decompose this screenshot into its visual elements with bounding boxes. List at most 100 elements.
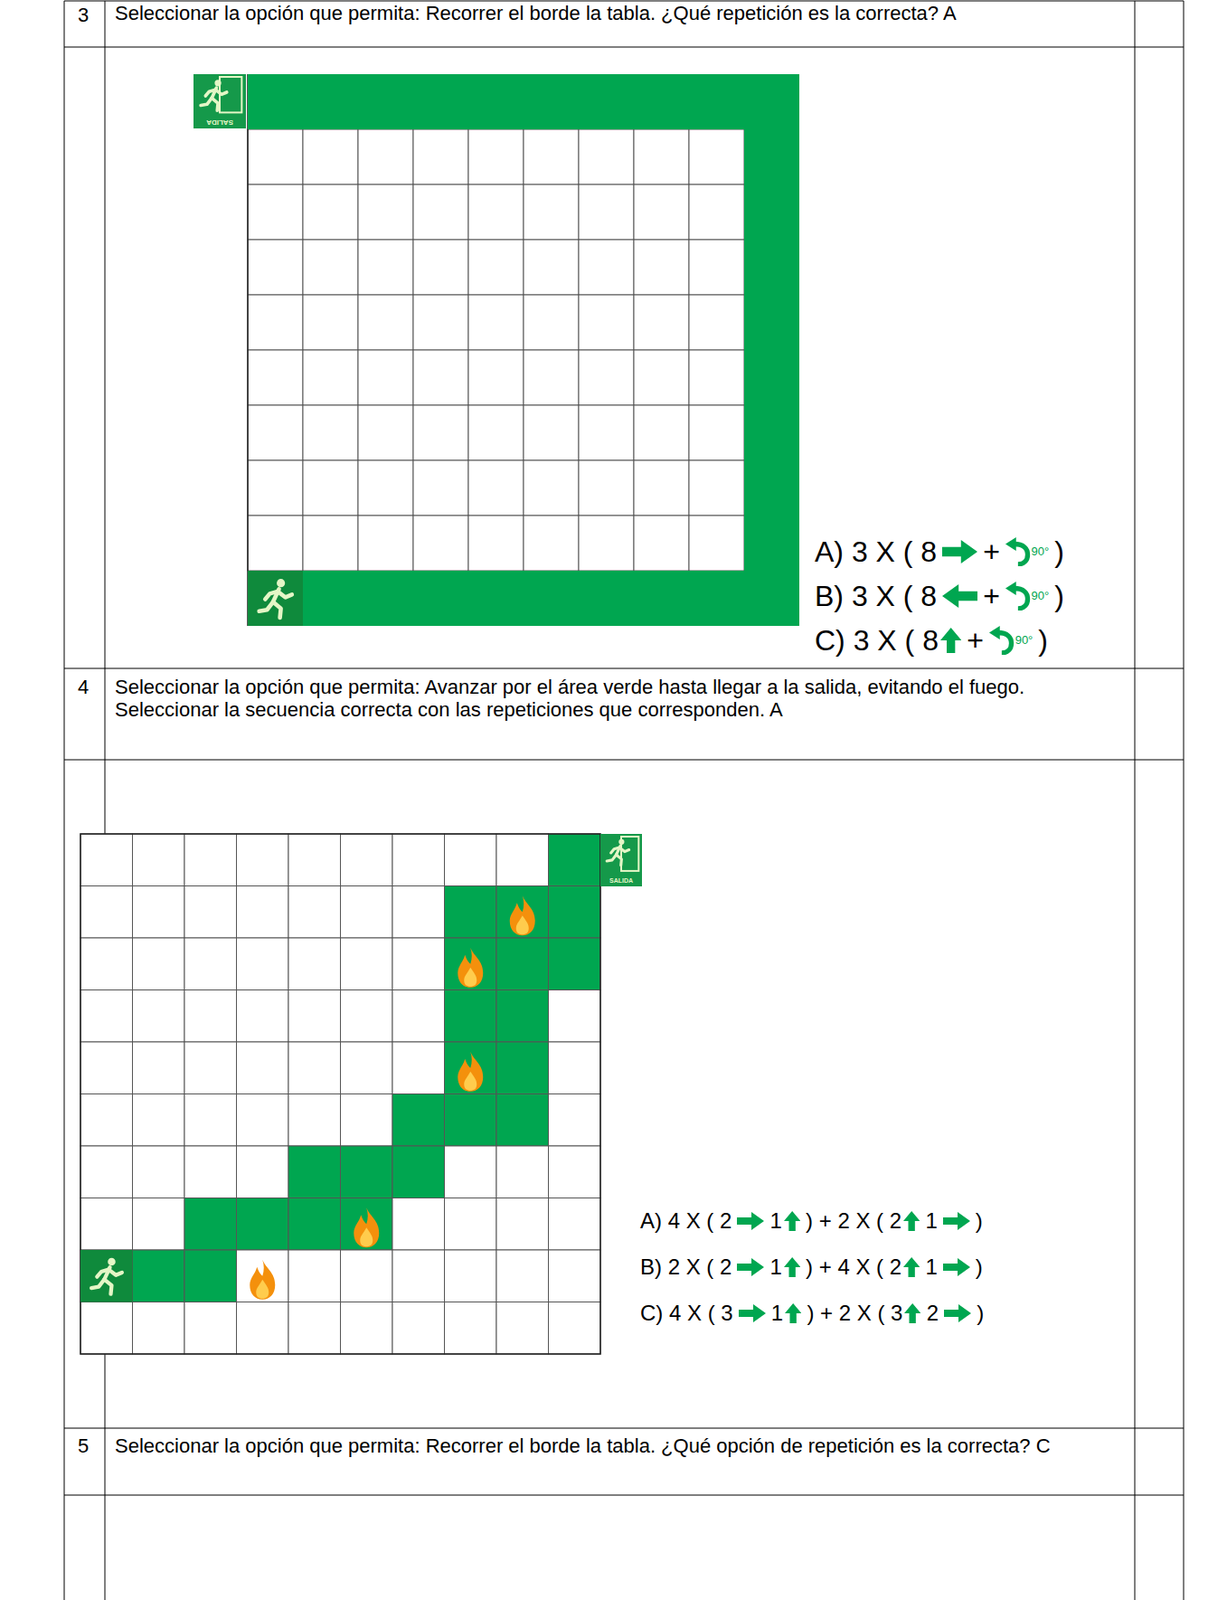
row-number: 5 bbox=[77, 1434, 89, 1457]
grid-cell bbox=[236, 833, 290, 887]
grid-cell bbox=[392, 886, 445, 939]
arrow-right-icon bbox=[943, 1257, 971, 1276]
running-figure bbox=[91, 1257, 123, 1294]
grid-cell bbox=[444, 1145, 498, 1199]
option-text: 1 bbox=[924, 1253, 937, 1281]
figure-limb bbox=[616, 854, 623, 866]
grid-cell bbox=[184, 886, 237, 939]
grid-cell bbox=[132, 886, 186, 939]
arrow-shape bbox=[943, 1211, 971, 1230]
arrow-right-icon bbox=[736, 1257, 765, 1276]
option-text: 1 bbox=[771, 1299, 784, 1327]
angle-label: 90° bbox=[1015, 622, 1034, 658]
arrow-shape bbox=[942, 539, 978, 564]
figure-limb bbox=[619, 847, 630, 851]
grid-cell bbox=[633, 515, 690, 571]
grid-border bbox=[246, 74, 249, 626]
grid-cell bbox=[302, 239, 359, 295]
running-figure bbox=[200, 79, 227, 111]
grid-cell bbox=[413, 294, 469, 350]
arrow-left-icon bbox=[942, 584, 978, 608]
grid-cell bbox=[236, 1145, 290, 1199]
fire-icon bbox=[457, 947, 483, 988]
grid-cell bbox=[578, 515, 634, 571]
exit-sign bbox=[600, 833, 642, 887]
option-text: C) 4 X ( 3 bbox=[640, 1299, 734, 1327]
start-sign bbox=[247, 570, 303, 626]
grid-cell bbox=[413, 460, 469, 516]
figure-limb bbox=[264, 591, 278, 600]
option-text: ) + 4 X ( 2 bbox=[805, 1253, 902, 1281]
table-rule bbox=[104, 0, 106, 1600]
grid-cell bbox=[302, 460, 359, 516]
grid-cell bbox=[184, 990, 237, 1043]
flame-outer bbox=[457, 947, 483, 988]
arrow-right-icon bbox=[943, 1211, 971, 1230]
grid-cell bbox=[358, 405, 414, 461]
grid-cell bbox=[358, 129, 414, 185]
grid-cell bbox=[468, 239, 524, 295]
grid-figure-2 bbox=[80, 833, 642, 1354]
grid-cell bbox=[247, 460, 303, 516]
grid-cell bbox=[302, 349, 359, 406]
grid-cell bbox=[392, 1302, 445, 1355]
grid-cell bbox=[468, 460, 524, 516]
option-text: ) bbox=[1054, 578, 1065, 614]
grid-cell bbox=[392, 1145, 445, 1199]
option-text: ) bbox=[975, 1207, 983, 1235]
arrow-shape bbox=[738, 1303, 766, 1322]
green-path-band bbox=[744, 74, 800, 626]
option-text: ) bbox=[1054, 534, 1065, 569]
figure-limb bbox=[215, 89, 227, 95]
grid-cell bbox=[413, 405, 469, 461]
exit-label: SALIDA bbox=[600, 876, 642, 885]
grid-cell bbox=[184, 1302, 237, 1355]
arrow-up-icon bbox=[903, 1210, 920, 1231]
arrow-right-icon bbox=[942, 539, 978, 564]
flame-outer bbox=[249, 1259, 275, 1300]
answer-option: C) 4 X ( 31) + 2 X ( 32) bbox=[634, 1299, 984, 1327]
grid-cell bbox=[523, 515, 579, 571]
grid-cell bbox=[288, 990, 341, 1043]
grid-cell bbox=[340, 1094, 394, 1147]
grid-cell bbox=[633, 184, 690, 240]
grid-cell bbox=[578, 349, 634, 406]
figure-limb bbox=[91, 1279, 104, 1289]
grid-cell bbox=[496, 1302, 549, 1355]
grid-cell bbox=[340, 1249, 394, 1303]
grid-cell bbox=[444, 1198, 498, 1251]
grid-cell bbox=[358, 349, 414, 406]
grid-cell bbox=[132, 1041, 186, 1095]
grid-cell bbox=[523, 129, 579, 185]
angle-label: 90° bbox=[1031, 578, 1050, 614]
grid-cell bbox=[288, 833, 341, 887]
grid-cell bbox=[247, 294, 303, 350]
grid-cell bbox=[340, 1302, 394, 1355]
grid-cell bbox=[340, 1145, 394, 1199]
grid-cell bbox=[548, 1198, 602, 1251]
table-rule bbox=[64, 759, 1184, 761]
answer-option: B) 2 X ( 21) + 4 X ( 21) bbox=[634, 1253, 983, 1281]
grid-cell bbox=[340, 833, 394, 887]
grid-cell bbox=[288, 937, 341, 991]
grid-cell bbox=[633, 129, 690, 185]
grid-cell bbox=[548, 1094, 602, 1147]
arrow-shape bbox=[904, 1302, 921, 1323]
option-text: ) + 2 X ( 3 bbox=[806, 1299, 903, 1327]
grid-cell bbox=[392, 990, 445, 1043]
option-text: C) 3 X ( 8 bbox=[814, 622, 939, 658]
grid-cell bbox=[689, 294, 745, 350]
flame-outer bbox=[353, 1207, 379, 1247]
answer-option: C) 3 X ( 8+90°) bbox=[809, 622, 1048, 658]
grid-cell bbox=[444, 937, 498, 991]
grid-cell bbox=[523, 405, 579, 461]
grid-cell bbox=[288, 1302, 341, 1355]
figure-limb bbox=[259, 602, 274, 612]
grid-cell bbox=[236, 886, 290, 939]
grid-cell bbox=[548, 1302, 602, 1355]
grid-cell bbox=[80, 1198, 133, 1251]
option-text: 1 bbox=[769, 1207, 782, 1235]
arrow-right-icon bbox=[943, 1303, 972, 1322]
